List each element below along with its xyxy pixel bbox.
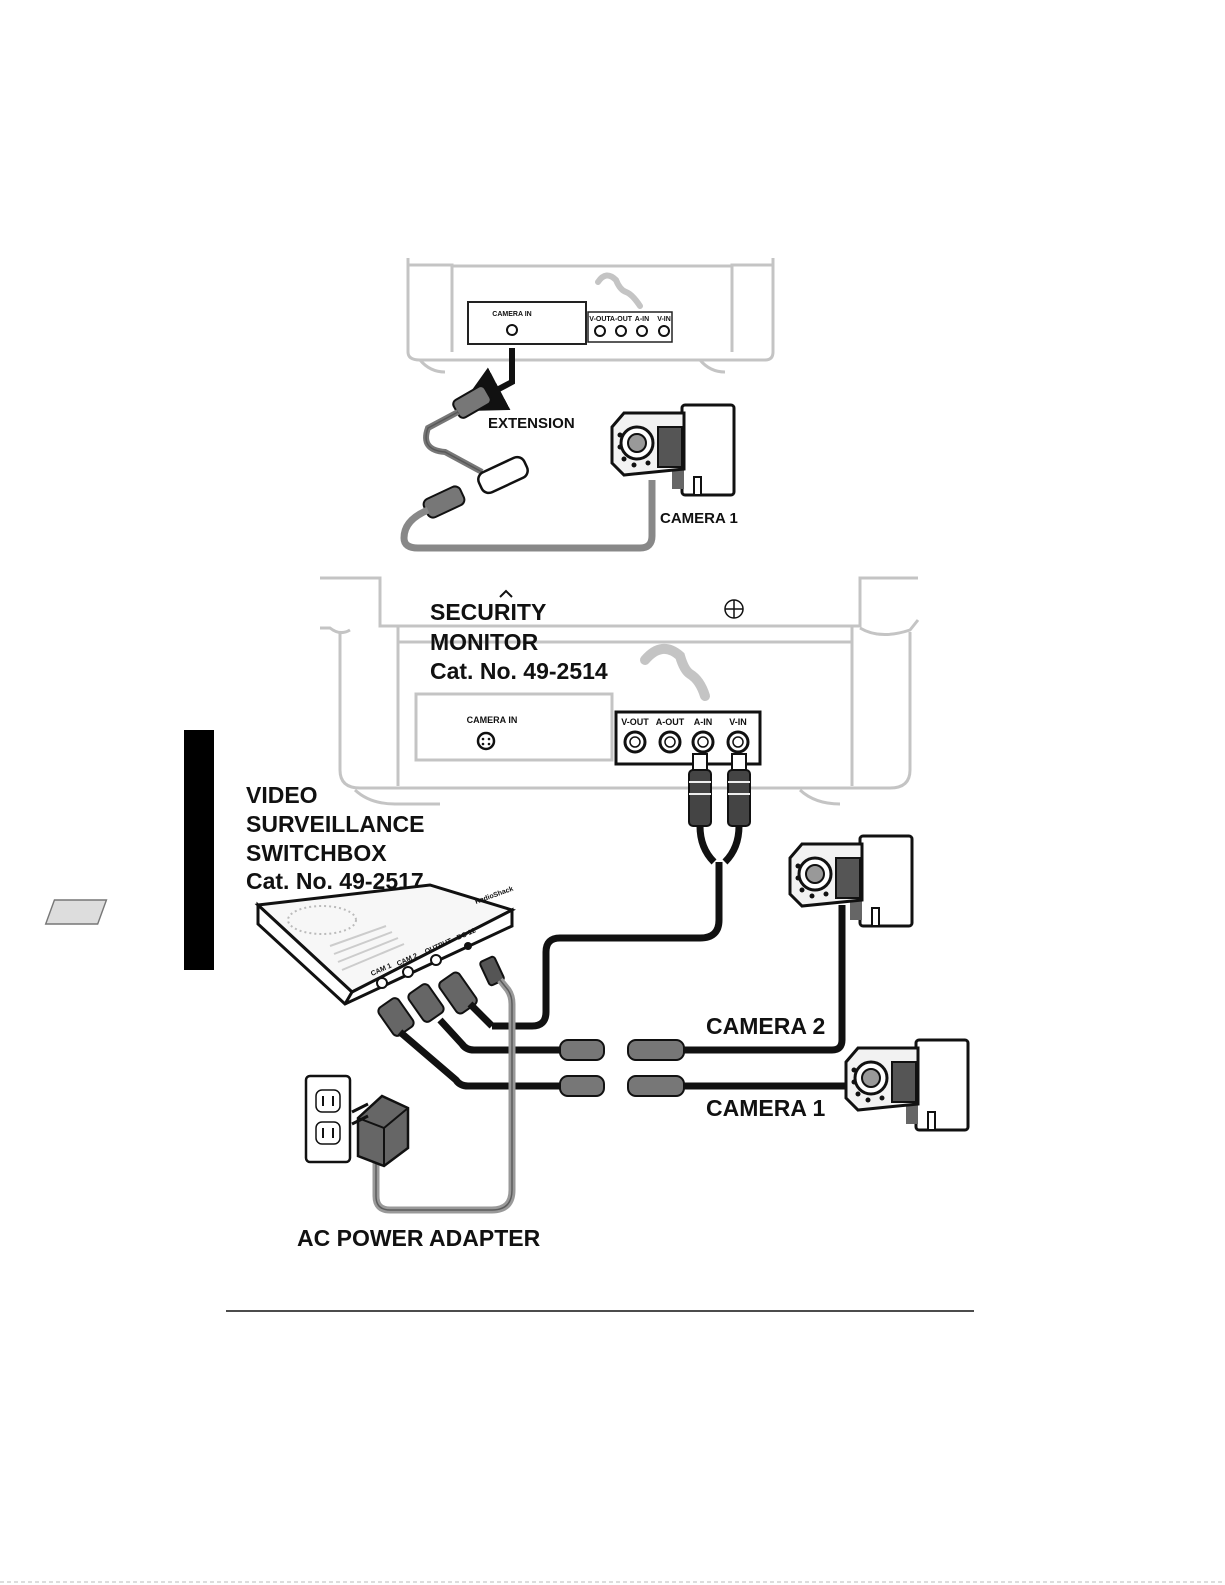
camera-icon xyxy=(612,405,734,495)
camera2-label: CAMERA 2 xyxy=(706,1013,825,1039)
switchbox-label-line2: SURVEILLANCE xyxy=(246,811,425,837)
bottom-jack-label: V-IN xyxy=(729,717,747,727)
page-side-tab xyxy=(184,730,214,970)
bottom-jack-label: V-OUT xyxy=(621,717,649,727)
monitor-label-line1: SECURITY xyxy=(430,599,546,625)
monitor-y-cable xyxy=(492,826,739,1026)
rca-plug-icon xyxy=(728,754,750,826)
s-video-plug-icon xyxy=(628,1076,684,1096)
rca-plug-icon xyxy=(689,754,711,826)
top-cord-icon xyxy=(598,275,640,306)
bottom-cord-icon xyxy=(645,649,705,696)
wall-outlet-icon xyxy=(306,1076,350,1162)
top-monitor-back: CAMERA IN V-OUT A-OUT A-IN V-IN xyxy=(408,258,773,372)
top-jack-label: V-OUT xyxy=(589,316,611,323)
switchbox-label-line3: SWITCHBOX xyxy=(246,840,387,866)
monitor-label-line2: MONITOR xyxy=(430,629,539,655)
power-adapter-icon xyxy=(352,1096,408,1166)
top-jack-label: V-IN xyxy=(657,316,671,323)
s-video-plug-icon xyxy=(476,454,531,495)
top-camera1-label: CAMERA 1 xyxy=(660,510,738,527)
output-switchbox-cable xyxy=(470,1004,492,1026)
top-s-video-jack-icon xyxy=(507,325,517,335)
switchbox-label-line1: VIDEO xyxy=(246,782,318,808)
extension-label: EXTENSION xyxy=(488,415,575,432)
cam1-switchbox-cable xyxy=(400,1032,562,1086)
bottom-camera-in-label: CAMERA IN xyxy=(467,715,518,725)
ac-adapter-label: AC POWER ADAPTER xyxy=(297,1225,541,1251)
s-video-plug-icon xyxy=(628,1040,684,1060)
s-video-jack-icon xyxy=(478,733,494,749)
camera-icon xyxy=(790,836,912,926)
crosshair-icon xyxy=(725,600,743,618)
s-video-plug-icon xyxy=(422,484,467,519)
switchbox-brand: RadioShack xyxy=(474,886,514,906)
s-video-plug-icon xyxy=(560,1040,604,1060)
top-jack-label: A-IN xyxy=(635,316,649,323)
bottom-monitor-back: CAMERA IN V-OUT A-OUT A-IN V-IN xyxy=(320,578,918,804)
bottom-jack-label: A-OUT xyxy=(656,717,685,727)
s-video-plug-icon xyxy=(376,996,415,1038)
bottom-jack-label: A-IN xyxy=(694,717,713,727)
monitor-label-line3: Cat. No. 49-2514 xyxy=(430,658,608,684)
s-video-plug-icon xyxy=(560,1076,604,1096)
camera1-label: CAMERA 1 xyxy=(706,1095,825,1121)
camera-icon xyxy=(846,1040,968,1130)
top-camera-in-label: CAMERA IN xyxy=(492,311,531,318)
top-jack-label: A-OUT xyxy=(610,316,633,323)
extension-cable xyxy=(426,412,482,472)
